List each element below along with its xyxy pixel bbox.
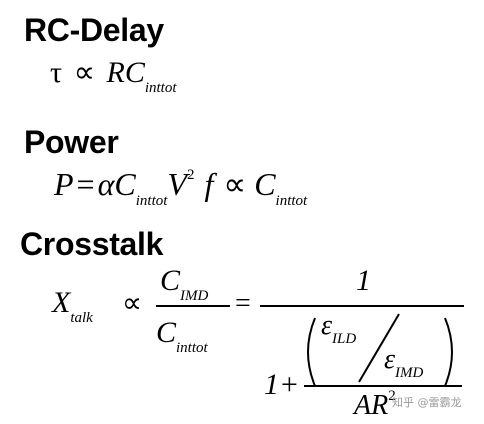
- heading-crosstalk: Crosstalk: [20, 226, 164, 262]
- epsilon-top-subscript: ILD: [332, 331, 357, 347]
- rc-delay-formula: τ ∝ RCinttot: [50, 56, 177, 96]
- epsilon-top: ε: [321, 310, 333, 341]
- power-c1: C: [114, 166, 136, 202]
- big-numerator-one: 1: [356, 264, 371, 297]
- epsilon-ratio-bracket: [307, 313, 453, 387]
- heading-power: Power: [24, 124, 119, 160]
- rc-term: RC: [106, 56, 145, 89]
- num-c: C: [160, 264, 181, 297]
- epsilon-bottom-subscript: IMD: [395, 365, 424, 381]
- ar-text: AR: [354, 390, 389, 421]
- power-c2-subscript: inttot: [275, 193, 308, 209]
- power-v-superscript: 2: [186, 167, 195, 183]
- epsilon-bottom: ε: [384, 344, 396, 375]
- equals-symbol: =: [235, 288, 251, 319]
- ratio-denominator: Cinttot: [156, 316, 208, 356]
- ratio-fraction-bar: [156, 305, 230, 307]
- ar-term: AR2: [354, 389, 396, 421]
- x-subscript: talk: [70, 310, 93, 326]
- rc-subscript: inttot: [144, 80, 177, 96]
- den-c: C: [156, 316, 177, 349]
- epsilon-ild: εILD: [321, 310, 356, 347]
- alpha-symbol: α: [97, 166, 115, 202]
- ratio-numerator: CIMD: [160, 264, 208, 304]
- tau-symbol: τ: [50, 56, 63, 89]
- power-f: f: [204, 166, 214, 202]
- proportional-symbol: ∝: [73, 56, 95, 89]
- epsilon-imd: εIMD: [384, 344, 423, 381]
- main-fraction-bar: [260, 305, 464, 307]
- right-paren: [444, 317, 453, 387]
- den-subscript: inttot: [176, 340, 208, 356]
- proportional-symbol: ∝: [122, 288, 143, 319]
- heading-rc-delay: RC-Delay: [24, 12, 164, 48]
- crosstalk-x: Xtalk: [52, 286, 93, 326]
- power-c2: C: [254, 166, 276, 202]
- one-plus-term: 1+: [264, 368, 300, 401]
- inner-fraction-bar: [304, 385, 462, 387]
- x-term: X: [52, 286, 71, 319]
- power-c1-subscript: inttot: [135, 193, 168, 209]
- power-formula: P=αCinttotV2 f ∝ Cinttot: [54, 166, 307, 209]
- left-paren: [307, 317, 316, 387]
- num-subscript: IMD: [180, 288, 209, 304]
- power-p: P: [54, 166, 74, 202]
- watermark: 知乎 @雷霸龙: [392, 396, 462, 409]
- power-v: V: [167, 166, 187, 202]
- ar-superscript: 2: [388, 388, 396, 404]
- slash-line: [358, 313, 400, 383]
- proportional-symbol: ∝: [223, 166, 247, 202]
- equals-symbol: =: [76, 166, 95, 202]
